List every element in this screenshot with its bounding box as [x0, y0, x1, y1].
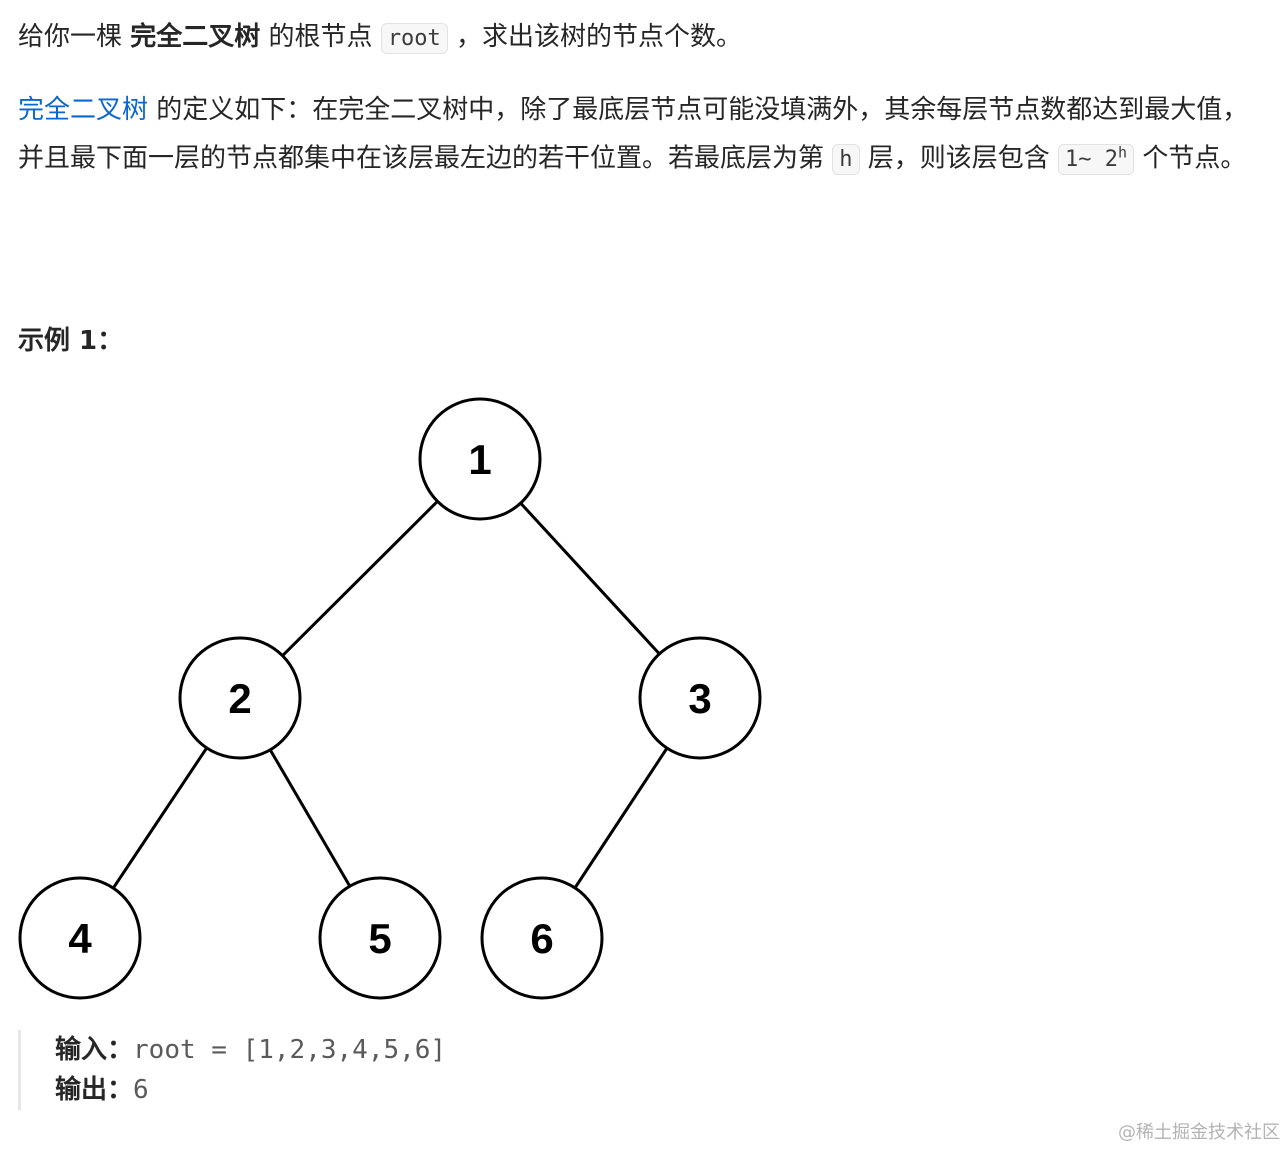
tree-node-circle [18, 876, 142, 1000]
tree-node-circle [418, 397, 542, 521]
definition-text-1: 的定义如下：在完全二叉树中，除了最底层节点可能没填满外，其余每层节点数都达到最大… [18, 95, 1249, 174]
tree-node-3: 3 [638, 636, 762, 760]
tree-node-label: 3 [688, 675, 711, 722]
tree-node-label: 6 [530, 915, 553, 962]
range-exponent: h [1118, 144, 1128, 162]
tree-node-circle [638, 636, 762, 760]
tree-node-2: 2 [178, 636, 302, 760]
tree-edge-1-2 [281, 500, 439, 657]
input-line: 输入：root = [1,2,3,4,5,6] [55, 1030, 446, 1070]
intro-suffix: ，求出该树的节点个数。 [447, 22, 743, 52]
example-io-block: 输入：root = [1,2,3,4,5,6] 输出：6 [18, 1030, 446, 1110]
output-label: 输出： [55, 1075, 134, 1105]
output-value: 6 [133, 1075, 149, 1105]
input-value: root = [1,2,3,4,5,6] [133, 1035, 447, 1065]
output-line: 输出：6 [55, 1070, 446, 1110]
tree-node-4: 4 [18, 876, 142, 1000]
definition-text-3: 个节点。 [1134, 143, 1247, 174]
tree-edge-3-6 [573, 747, 669, 889]
range-base: 1~ 2 [1065, 147, 1119, 173]
tree-node-6: 6 [480, 876, 604, 1000]
intro-prefix: 给你一棵 [18, 22, 131, 52]
tree-node-label: 1 [468, 436, 491, 483]
complete-binary-tree-link[interactable]: 完全二叉树 [18, 95, 149, 125]
intro-paragraph: 给你一棵 完全二叉树 的根节点 root ，求出该树的节点个数。 [18, 16, 742, 60]
watermark: @稀土掘金技术社区 [1118, 1122, 1280, 1143]
tree-node-circle [178, 636, 302, 760]
binary-tree-diagram: 1 2 3 4 5 6 [18, 397, 762, 1000]
root-code: root [380, 23, 448, 54]
tree-node-1: 1 [418, 397, 542, 521]
intro-term: 完全二叉树 [130, 22, 261, 52]
tree-node-circle [480, 876, 604, 1000]
tree-node-5: 5 [318, 876, 442, 1000]
tree-edge-2-5 [268, 749, 352, 887]
tree-node-label: 5 [368, 915, 391, 962]
tree-node-label: 4 [68, 915, 92, 962]
h-code: h [832, 144, 860, 176]
definition-paragraph: 完全二叉树 的定义如下：在完全二叉树中，除了最底层节点可能没填满外，其余每层节点… [18, 89, 1273, 181]
intro-middle: 的根节点 [260, 22, 381, 52]
example-title: 示例 1： [18, 326, 124, 356]
tree-edge-1-3 [519, 502, 661, 655]
tree-edge-2-4 [112, 747, 208, 889]
tree-node-circle [318, 876, 442, 1000]
tree-node-label: 2 [228, 675, 251, 722]
range-code: 1~ 2h [1058, 144, 1135, 176]
input-label: 输入： [55, 1035, 134, 1065]
definition-text-2: 层，则该层包含 [859, 143, 1059, 174]
